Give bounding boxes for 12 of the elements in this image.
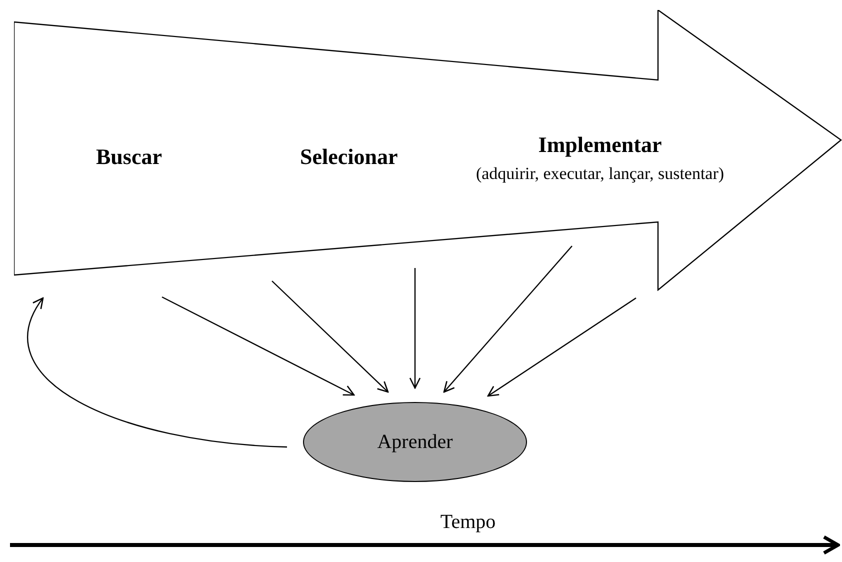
stage-description: (adquirir, executar, lançar, sustentar) [476,165,724,182]
arrow [27,297,288,448]
arrow [272,280,389,393]
stage-label: Implementar [538,134,662,156]
stage-label: Buscar [96,146,162,168]
arrow [409,268,421,389]
arrow [487,298,636,397]
arrow [162,296,355,396]
arrow [443,246,572,393]
node-label: Aprender [377,432,453,452]
stage-label: Selecionar [300,146,398,168]
axis-label: Tempo [440,512,496,532]
